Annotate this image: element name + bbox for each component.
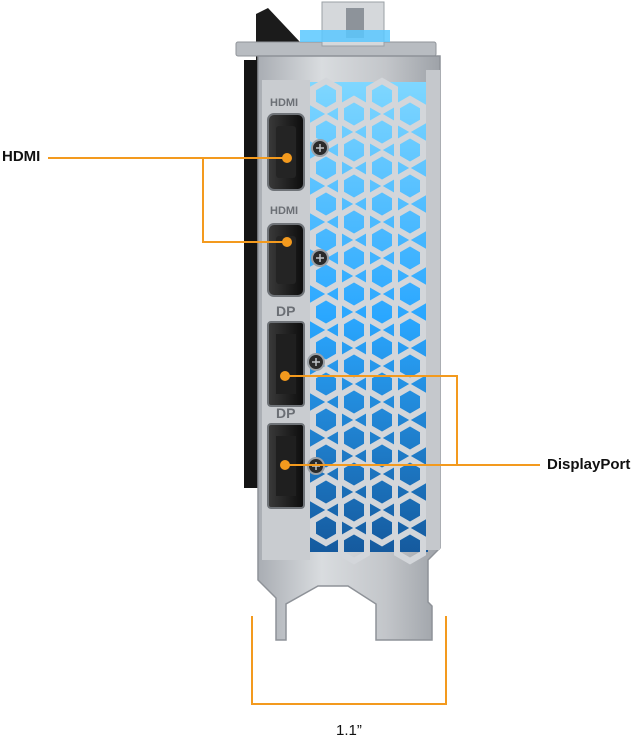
vent-cell (310, 401, 342, 439)
displayport-callout-lines (285, 375, 540, 466)
vent-cell (394, 419, 426, 457)
screw-icon (311, 249, 329, 267)
hdmi-marking-top: HDMI (270, 97, 298, 109)
vent-cell (394, 95, 426, 133)
vent-cell (366, 221, 398, 259)
vent-cell (366, 77, 398, 115)
vent-cell (366, 509, 398, 547)
vent-cell (394, 491, 426, 529)
vent-cell (310, 473, 342, 511)
vent-cell (394, 455, 426, 493)
vent-cell (338, 455, 370, 493)
vent-cell (338, 203, 370, 241)
bracket-right-rail (426, 70, 440, 550)
displayport-callout-label: DisplayPort (547, 456, 631, 473)
dp-callout-dot-bottom (280, 460, 290, 470)
hdmi-callout-label: HDMI (2, 148, 41, 165)
vent-cell (310, 509, 342, 547)
vent-cell (310, 293, 342, 331)
vent-cell (366, 401, 398, 439)
vent-cell (338, 311, 370, 349)
vent-cell (366, 329, 398, 367)
hdmi-callout-dot-top (282, 153, 292, 163)
vent-cell (366, 113, 398, 151)
vent-cell (366, 257, 398, 295)
vent-cell (366, 473, 398, 511)
vent-cell (310, 77, 342, 115)
screw-icon (311, 139, 329, 157)
dp-marking-bottom: DP (276, 405, 295, 421)
vent-cell (394, 239, 426, 277)
fan-glow-strip (300, 30, 390, 42)
width-dimension-bracket (251, 616, 447, 705)
vent-cell (366, 437, 398, 475)
vent-cell (394, 131, 426, 169)
vent-cell (394, 311, 426, 349)
vent-cell (394, 167, 426, 205)
vent-cell (366, 185, 398, 223)
vent-cell (310, 149, 342, 187)
vent-cell (394, 203, 426, 241)
vent-cell (366, 149, 398, 187)
width-dimension-label: 1.1” (336, 722, 362, 739)
vent-cell (338, 131, 370, 169)
hdmi-marking-bottom: HDMI (270, 205, 298, 217)
vent-cell (338, 167, 370, 205)
vent-cell (394, 275, 426, 313)
vent-cell (310, 257, 342, 295)
dp-callout-dot-top (280, 371, 290, 381)
vent-cell (338, 95, 370, 133)
hdmi-callout-lines (48, 157, 287, 243)
hdmi-callout-dot-bottom (282, 237, 292, 247)
hdmi-port-bottom (267, 223, 305, 297)
vent-cell (338, 275, 370, 313)
vent-cell (366, 293, 398, 331)
vent-cell (310, 185, 342, 223)
hdmi-port-top (267, 113, 305, 191)
vent-cell (338, 527, 370, 565)
vent-cell (310, 437, 342, 475)
vent-cell (338, 383, 370, 421)
vent-cell (310, 329, 342, 367)
vent-cell (338, 347, 370, 385)
vent-cell (338, 491, 370, 529)
displayport-port-top (267, 321, 305, 407)
vent-cell (338, 419, 370, 457)
vent-cell (338, 239, 370, 277)
screw-icon (307, 353, 325, 371)
vent-cell (394, 527, 426, 565)
vent-cell (394, 347, 426, 385)
vent-grille (310, 77, 426, 565)
dp-marking-top: DP (276, 303, 295, 319)
vent-cell (394, 383, 426, 421)
